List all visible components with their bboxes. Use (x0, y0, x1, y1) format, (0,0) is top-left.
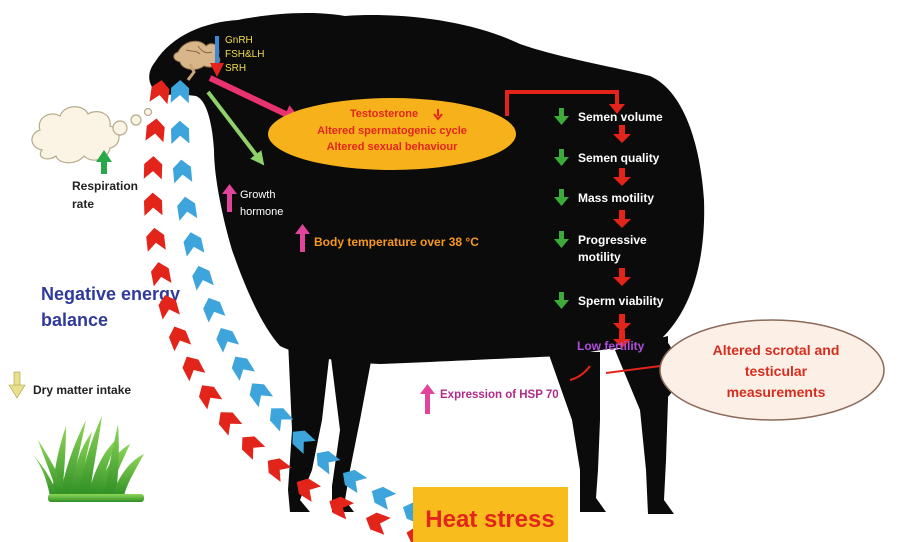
spermatogenic-label: Altered spermatogenic cycle (317, 125, 467, 137)
growth-hormone-line-2: hormone (240, 206, 283, 218)
red-chevron-arrow (145, 227, 165, 252)
dry-matter-down-arrow (9, 372, 25, 398)
red-chevron-arrow (179, 353, 206, 382)
red-chevron-arrow (144, 192, 163, 216)
semen-parameter-label: Semen volume (578, 110, 663, 124)
red-chevron-arrow (166, 323, 191, 351)
blue-chevron-arrow (182, 230, 205, 256)
red-chevron-arrow (236, 431, 265, 460)
blue-chevron-arrow (172, 159, 192, 183)
hormone-srh: SRH (225, 63, 246, 74)
scrotal-line-1: Altered scrotal and (713, 342, 840, 358)
blue-chevron-arrow (171, 120, 190, 143)
blue-chevron-arrow (265, 402, 294, 431)
hormone-fsh-lh: FSH&LH (225, 49, 264, 60)
respiration-line-1: Respiration (72, 179, 138, 193)
body-temperature-label: Body temperature over 38 °C (314, 235, 479, 249)
semen-parameter-label: Mass motility (578, 191, 654, 205)
blue-chevron-arrow (245, 378, 273, 407)
blue-chevron-arrow (213, 324, 239, 353)
hormone-gnrh: GnRH (225, 35, 253, 46)
cloud-icon (32, 107, 152, 163)
semen-parameter-label: motility (578, 250, 621, 264)
red-chevron-arrow (363, 510, 391, 535)
heat-stress-label: Heat stress (425, 506, 554, 533)
negative-energy-line-1: Negative energy (41, 284, 180, 304)
red-chevron-arrow (195, 380, 223, 409)
red-chevron-arrow (145, 118, 165, 143)
scrotal-line-3: measurements (727, 384, 826, 400)
scrotal-line-2: testicular (745, 363, 808, 379)
growth-hormone-line-1: Growth (240, 189, 275, 201)
blue-chevron-arrow (228, 352, 255, 381)
sexual-behaviour-label: Altered sexual behaviour (327, 141, 459, 153)
blue-chevron-arrow (176, 195, 197, 220)
testosterone-label: Testosterone (350, 108, 418, 120)
dry-matter-label: Dry matter intake (33, 383, 131, 397)
semen-parameter-label: Sperm viability (578, 294, 664, 308)
red-chevron-arrow (144, 156, 163, 180)
hsp-label: Expression of HSP 70 (440, 389, 559, 401)
grass-icon (30, 416, 144, 502)
red-chevron-arrow (150, 260, 172, 286)
red-chevron-arrow (214, 406, 243, 435)
semen-parameter-label: Progressive (578, 233, 647, 247)
red-chevron-arrow (325, 493, 354, 519)
blue-chevron-arrow (190, 263, 214, 290)
negative-energy-line-2: balance (41, 310, 108, 330)
blue-chevron-arrow (368, 483, 397, 510)
blue-chevron-arrow (200, 295, 225, 323)
respiration-line-2: rate (72, 197, 94, 211)
red-chevron-arrow (262, 454, 291, 482)
low-fertility-label: Low fertility (577, 339, 645, 353)
hsp-up-arrow (420, 384, 435, 414)
semen-parameter-label: Semen quality (578, 151, 660, 165)
